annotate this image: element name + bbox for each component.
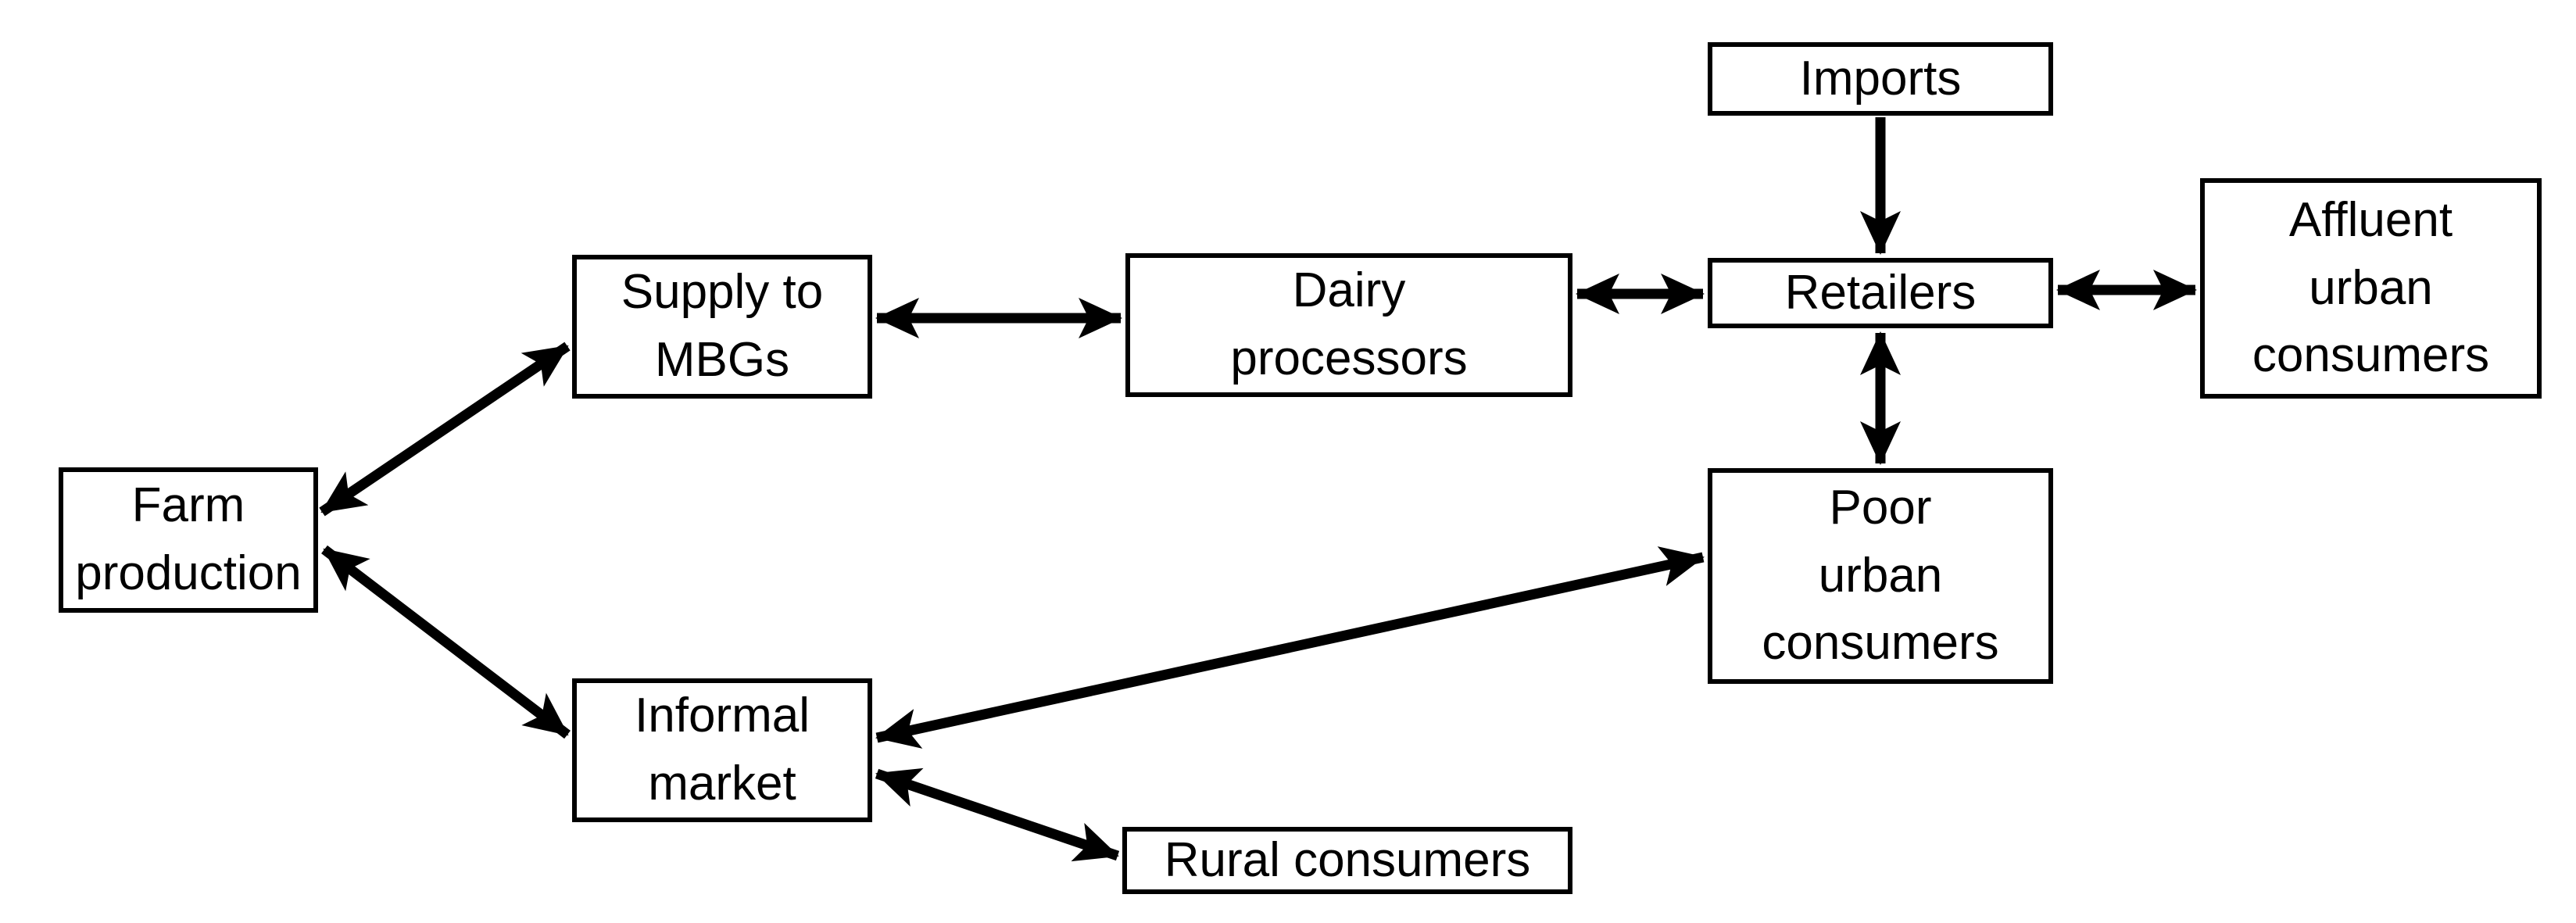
- node-farm-production: Farm production: [59, 467, 318, 613]
- node-rural-consumers-label: Rural consumers: [1164, 832, 1531, 887]
- node-supply-to-mbgs-label: Supply to MBGs: [621, 265, 824, 387]
- node-informal-market: Informal market: [572, 678, 872, 822]
- node-affluent-urban-consumers: Affluent urban consumers: [2200, 178, 2542, 399]
- node-farm-production-label: Farm production: [75, 478, 302, 600]
- node-informal-market-label: Informal market: [635, 689, 810, 810]
- node-supply-to-mbgs: Supply to MBGs: [572, 255, 872, 399]
- node-retailers-label: Retailers: [1784, 265, 1977, 320]
- node-retailers: Retailers: [1708, 258, 2053, 328]
- node-imports-label: Imports: [1799, 51, 1962, 106]
- edge-informal-market-rural-consumers: [875, 767, 1120, 862]
- node-poor-urban-consumers-label: Poor urban consumers: [1762, 480, 1999, 671]
- node-dairy-processors-label: Dairy processors: [1230, 263, 1468, 385]
- node-affluent-urban-consumers-label: Affluent urban consumers: [2252, 192, 2490, 383]
- node-dairy-processors: Dairy processors: [1125, 253, 1572, 397]
- edge-farm-production-informal-market: [321, 545, 571, 739]
- node-imports: Imports: [1708, 42, 2053, 116]
- node-rural-consumers: Rural consumers: [1122, 827, 1572, 894]
- node-poor-urban-consumers: Poor urban consumers: [1708, 468, 2053, 684]
- edge-farm-production-supply-to-mbgs: [319, 342, 571, 517]
- edge-informal-market-poor-urban-consumers: [875, 546, 1705, 749]
